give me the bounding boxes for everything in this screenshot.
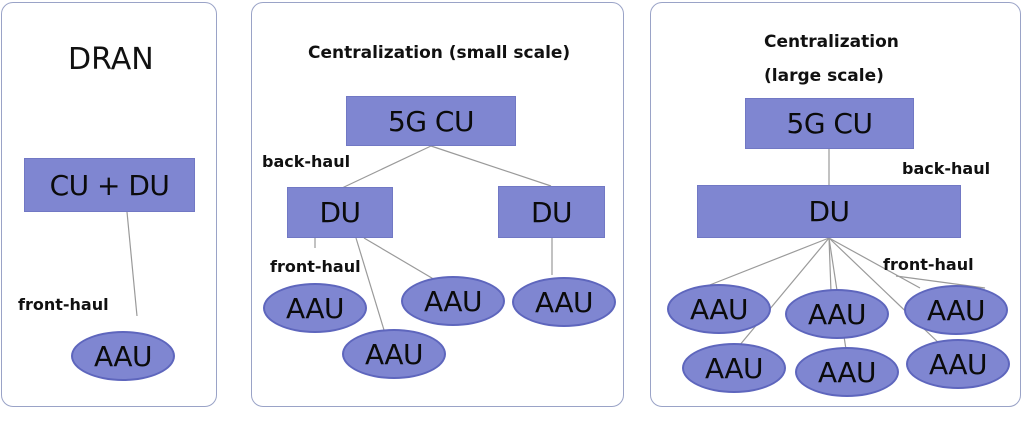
large-du-node: DU <box>697 185 961 238</box>
dran-aau-node: AAU <box>71 331 175 381</box>
large-aau-node-6: AAU <box>906 339 1010 389</box>
large-scale-title-line2: (large scale) <box>764 66 884 86</box>
large-aau-node-3: AAU <box>904 285 1008 335</box>
large-aau-node-4: AAU <box>682 343 786 393</box>
large-backhaul-label: back-haul <box>902 159 991 178</box>
large-aau-node-5: AAU <box>795 347 899 397</box>
small-cu-node: 5G CU <box>346 96 516 146</box>
cu-du-node: CU + DU <box>24 158 195 212</box>
small-aau-node-2: AAU <box>401 276 505 326</box>
small-du-right-node: DU <box>498 186 605 238</box>
dran-title: DRAN <box>68 42 154 77</box>
small-aau-node-3: AAU <box>512 277 616 327</box>
dran-fronthaul-label: front-haul <box>18 295 109 314</box>
small-fronthaul-label: front-haul <box>270 257 361 276</box>
large-fronthaul-label: front-haul <box>883 255 974 274</box>
large-aau-node-2: AAU <box>785 289 889 339</box>
large-scale-title-line1: Centralization <box>764 32 899 52</box>
small-aau-node-4: AAU <box>342 329 446 379</box>
large-aau-node-1: AAU <box>667 284 771 334</box>
large-cu-node: 5G CU <box>745 98 914 149</box>
small-scale-title: Centralization (small scale) <box>308 43 571 63</box>
small-backhaul-label: back-haul <box>262 152 351 171</box>
small-aau-node-1: AAU <box>263 283 367 333</box>
small-du-left-node: DU <box>287 187 393 238</box>
